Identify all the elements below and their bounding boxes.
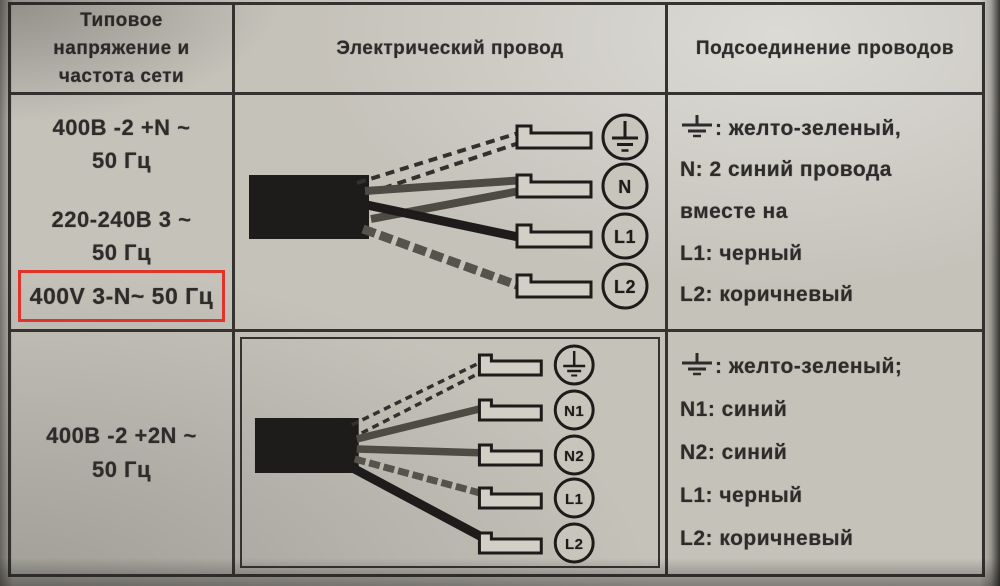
terminal-lug-L2 [477,531,543,555]
wire-earth-strand2 [368,139,526,195]
diagram-cell-row1: N L1 L2 [235,95,668,332]
wiring-diagram-5-wire: N1 N2 L1 L2 [254,344,595,564]
terminal-badge-L1 [553,477,595,519]
terminal-badge-L2 [601,262,649,310]
connection-line-N2: N2: синий [680,441,788,464]
wire-neutral-a [364,176,526,195]
earth-connection-line: : желто-зеленый; [680,353,976,379]
connection-line-N-cont: вместе на [680,199,788,223]
terminal-badge-N2 [553,434,595,476]
wire-L2 [350,464,490,544]
earth-ground-icon [563,351,586,377]
connection-line-N: N: 2 синий провода [680,158,892,182]
voltage-option-2: 220-240В 3 ~ 50 Гц [11,203,232,269]
diagram-cell-row2: N1 N2 L1 L2 [235,332,668,574]
terminal-label-N: N [618,177,632,197]
earth-ground-icon [612,121,638,152]
voltage-option-1-line1: 400В -2 +N ~ [52,115,191,140]
voltage-option-1: 400В -2 +N ~ 50 Гц [11,111,232,177]
voltage-row2-line1: 400В -2 +2N ~ [46,423,197,448]
connections-cell-row2: : желто-зеленый; N1: синий N2: синий L1:… [668,332,982,574]
terminal-badge-N [601,162,649,210]
terminal-badge-L2 [553,522,595,564]
terminal-label-N2: N2 [564,448,584,465]
terminal-label-L2: L2 [565,536,583,553]
terminal-label-L1: L1 [614,227,636,247]
connection-line-L2: L2: коричневый [680,283,854,307]
earth-ground-icon [682,114,712,137]
wire-earth [356,129,526,185]
wire-L1 [353,455,489,499]
voltage-cell-row2: 400В -2 +2N ~ 50 Гц [11,332,235,574]
wire-N1 [355,403,489,443]
earth-ground-icon [682,353,712,376]
diagram-frame: N1 N2 L1 L2 [240,337,660,568]
connection-line-N1: N1: синий [680,398,788,421]
wire-L2 [361,224,527,293]
wiring-table: Типовое напряжение и частота сети Электр… [8,2,985,577]
connection-line-L2: L2: коричневый [680,527,854,550]
terminal-label-L2: L2 [614,277,636,297]
terminal-lug-N2 [477,443,543,467]
highlight-box: 400V 3-N~ 50 Гц [18,270,225,322]
earth-connection-text: : желто-зеленый, [715,116,902,140]
terminal-label-N1: N1 [564,403,584,420]
terminal-badge-N1 [553,389,595,431]
connection-line-L1: L1: черный [680,241,803,265]
terminal-lug-N1 [477,398,543,422]
voltage-option-2-line1: 220-240В 3 ~ [51,207,192,232]
voltage-option-1-line2: 50 Гц [91,148,152,173]
terminal-lug-L2 [515,273,593,299]
wire-L1 [366,200,524,243]
terminal-label-L1: L1 [565,491,583,508]
voltage-row2-line2: 50 Гц [91,457,152,482]
earth-connection-line: : желто-зеленый, [680,114,976,141]
voltage-option-2-line2: 50 Гц [91,240,152,265]
terminal-lug-N [515,173,593,199]
terminal-lug-earth [477,353,543,377]
wiring-diagram-4-wire: N L1 L2 [249,113,649,310]
header-wire-connection: Подсоединение проводов [668,5,982,95]
terminal-badge-L1 [601,212,649,260]
terminal-lug-earth [515,124,593,150]
wire-N2 [356,445,488,457]
voltage-cell-row1: 400В -2 +N ~ 50 Гц 220-240В 3 ~ 50 Гц 40… [11,95,235,332]
connection-line-L1: L1: черный [680,484,803,507]
header-electric-wire: Электрический провод [235,5,668,95]
highlighted-voltage: 400V 3-N~ 50 Гц [29,282,214,309]
cable-sheath [249,175,369,239]
header-voltage-frequency: Типовое напряжение и частота сети [11,5,235,95]
terminal-lug-L1 [477,486,543,510]
connections-cell-row1: : желто-зеленый, N: 2 синий провода вмес… [668,95,982,332]
earth-connection-text: : желто-зеленый; [715,355,903,378]
terminal-lug-L1 [515,223,593,249]
wire-earth [350,357,489,427]
cable-sheath [254,418,359,473]
